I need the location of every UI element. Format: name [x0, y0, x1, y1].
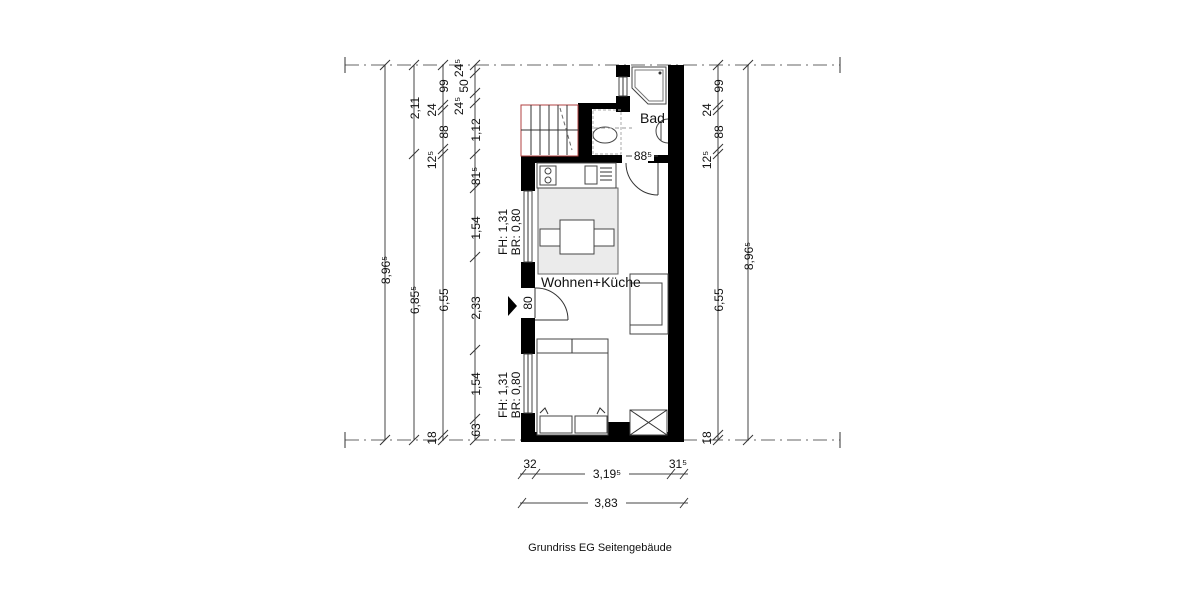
window-lower-fh: FH: 1,31 — [496, 372, 510, 418]
window-lower-br: BR: 0,80 — [509, 371, 523, 418]
washbasin — [655, 118, 669, 144]
left-dimension-chains: 8,96⁵ 2,11 6,85⁵ 99 24 88 12⁵ 6,55 18 — [379, 59, 483, 446]
svg-text:88⁵: 88⁵ — [634, 149, 652, 163]
dim-left4-i: 63 — [469, 423, 483, 437]
dim-bottom-total: 3,83 — [594, 496, 618, 510]
right-dimension-chains: 99 24 88 12⁵ 6,55 18 8,96⁵ — [700, 59, 756, 446]
dim-left3-e: 6,55 — [437, 288, 451, 312]
dining-table — [539, 219, 615, 255]
dim-left3-f: 18 — [425, 431, 439, 445]
dim-left3-c: 88 — [437, 125, 451, 139]
dim-bottom-right: 31⁵ — [669, 457, 687, 471]
cabinet — [629, 409, 668, 436]
shower-tray — [631, 66, 667, 105]
dim-left2-top: 2,11 — [408, 96, 422, 119]
entrance-door — [508, 287, 569, 321]
dim-right-total: 8,96⁵ — [742, 242, 756, 270]
dim-right1-e: 6,55 — [712, 288, 726, 312]
dim-left3-d: 12⁵ — [425, 151, 439, 169]
dim-right1-d: 12⁵ — [700, 151, 714, 169]
dim-left-total: 8,96⁵ — [379, 256, 393, 284]
window-upper-fh: FH: 1,31 — [496, 209, 510, 255]
room-label-living-kitchen: Wohnen+Küche — [541, 274, 641, 290]
building — [508, 65, 684, 442]
dim-left4-g: 2,33 — [469, 296, 483, 320]
window-upper-br: BR: 0,80 — [509, 208, 523, 255]
dim-left2-bottom: 6,85⁵ — [408, 286, 422, 314]
dim-bottom-middle: 3,19⁵ — [593, 467, 621, 481]
bath-door-dimension: 88⁵ — [626, 149, 658, 163]
dim-left3-a: 99 — [437, 79, 451, 93]
dim-left4-d: 1,12 — [469, 118, 483, 142]
entrance-arrow-icon — [508, 296, 517, 316]
bath-door — [625, 162, 659, 196]
dim-bottom-left: 32 — [523, 457, 537, 471]
dim-left4-f: 1,54 — [469, 216, 483, 240]
bottom-dimension-chains: 32 3,19⁵ 31⁵ 3,83 — [517, 457, 689, 510]
dim-left4-h: 1,54 — [469, 372, 483, 396]
staircase — [520, 104, 579, 157]
dim-right1-b: 24 — [700, 103, 714, 117]
room-label-bath: Bad — [640, 110, 665, 126]
dim-left4-a: 24⁵ — [452, 59, 466, 77]
sofa — [629, 273, 669, 335]
dim-right1-a: 99 — [712, 79, 726, 93]
drawing-caption: Grundriss EG Seitengebäude — [528, 542, 672, 554]
dim-left3-b: 24 — [425, 103, 439, 117]
dim-right1-f: 18 — [700, 431, 714, 445]
dim-left4-b: 50 — [457, 79, 471, 93]
kitchen-counter — [536, 162, 617, 189]
dim-left4-c: 24⁵ — [452, 97, 466, 115]
dim-right1-c: 88 — [712, 125, 726, 139]
bed — [536, 338, 609, 436]
dim-left4-e: 81⁵ — [469, 167, 483, 185]
toilet — [592, 109, 632, 155]
entrance-width-label: 80 — [521, 296, 535, 310]
